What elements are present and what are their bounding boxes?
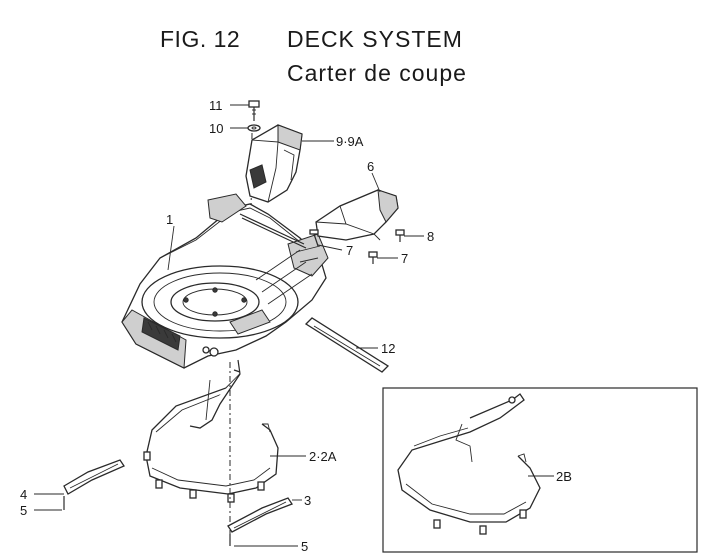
callout-1: 1 bbox=[166, 212, 173, 227]
callout-4: 4 bbox=[20, 487, 27, 502]
part-1-deck bbox=[121, 193, 329, 369]
part-11-bolt bbox=[248, 100, 260, 121]
part-7-screw-lower bbox=[368, 251, 378, 264]
part-2-grass-guard bbox=[143, 359, 279, 540]
part-7-screw-upper bbox=[309, 229, 319, 247]
callout-11: 11 bbox=[209, 98, 223, 113]
part-4-strip bbox=[63, 459, 125, 510]
callout-2-2a: 2·2A bbox=[309, 449, 337, 464]
callout-7-upper: 7 bbox=[346, 243, 353, 258]
leader-lines bbox=[34, 104, 554, 547]
callout-3: 3 bbox=[304, 493, 311, 508]
figure-subtitle: Carter de coupe bbox=[287, 60, 467, 86]
callout-7-lower: 7 bbox=[401, 251, 408, 266]
callout-10: 10 bbox=[209, 121, 223, 136]
part-6-chute-cover bbox=[315, 189, 399, 241]
figure-title: DECK SYSTEM bbox=[287, 26, 463, 52]
part-3-strip bbox=[227, 497, 293, 546]
part-10-washer bbox=[247, 124, 261, 132]
callout-12: 12 bbox=[381, 341, 395, 356]
callout-5-left: 5 bbox=[20, 503, 27, 518]
part-12-flap bbox=[304, 317, 390, 373]
callout-5-bottom: 5 bbox=[301, 539, 308, 554]
callouts: 11 10 9·9A 6 1 7 8 7 12 2·2A 4 5 3 5 2B bbox=[20, 98, 572, 554]
part-9-rear-cover bbox=[245, 124, 303, 203]
callout-6: 6 bbox=[367, 159, 374, 174]
figure-number: FIG. 12 bbox=[160, 26, 241, 52]
part-8-screw bbox=[395, 229, 405, 242]
callout-8: 8 bbox=[427, 229, 434, 244]
callout-9-9a: 9·9A bbox=[336, 134, 364, 149]
inset-part-2b bbox=[382, 387, 698, 553]
callout-2b: 2B bbox=[556, 469, 572, 484]
